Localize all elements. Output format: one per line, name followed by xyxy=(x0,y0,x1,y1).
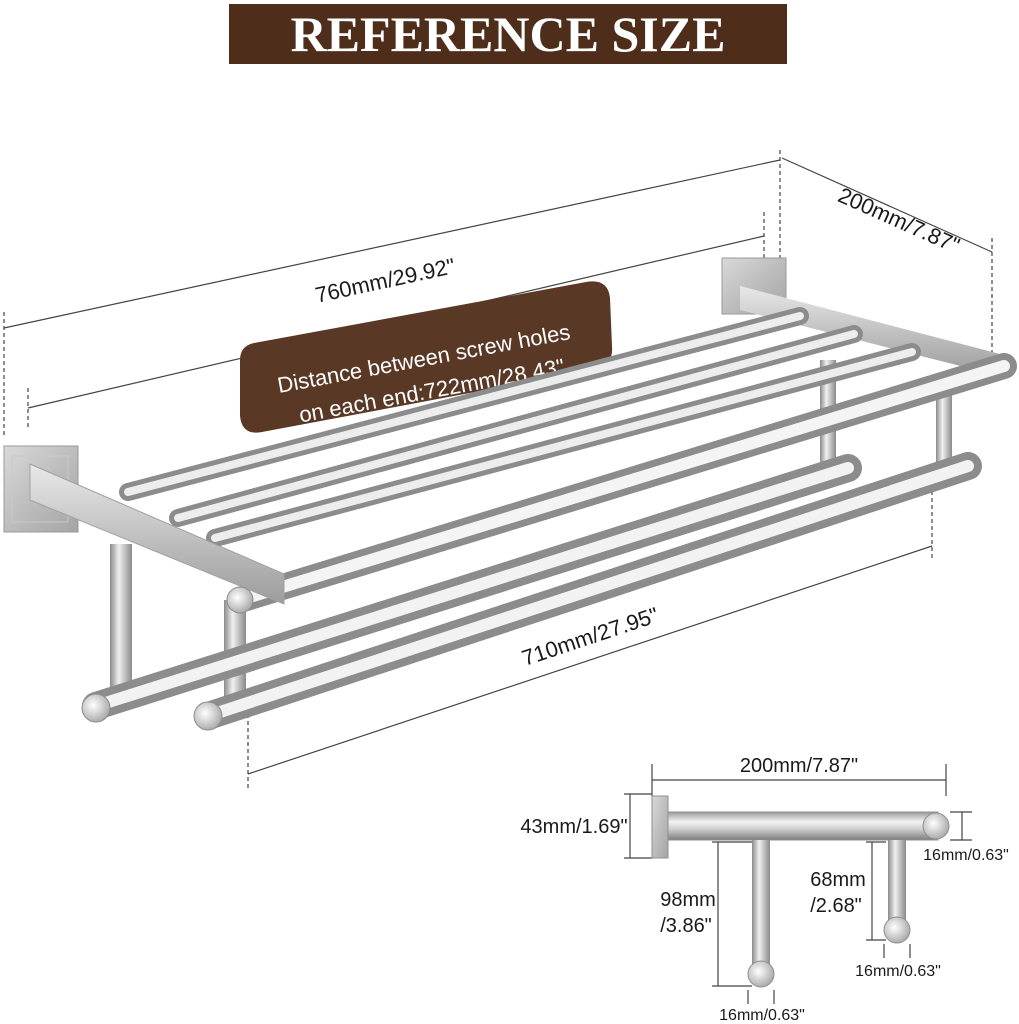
depth-label: 200mm/7.87" xyxy=(834,182,963,258)
page-title: REFERENCE SIZE xyxy=(290,6,726,62)
short-drop-label-line1: 68mm xyxy=(810,869,866,891)
long-drop-label-line2: /3.86" xyxy=(660,915,712,937)
overall-length-label: 760mm/29.92" xyxy=(313,253,457,308)
bracket-height-label: 43mm/1.69" xyxy=(520,816,627,838)
short-drop-label-line2: /2.68" xyxy=(810,895,862,917)
rear-bar-diameter-label: 16mm/0.63" xyxy=(719,1007,805,1024)
long-drop-label-line1: 98mm xyxy=(660,889,716,911)
title-banner: REFERENCE SIZE xyxy=(229,4,787,64)
towel-rack-illustration xyxy=(3,257,1017,731)
side-view-dimensions xyxy=(624,764,972,1004)
screw-hole-callout: Distance between screw holes on each end… xyxy=(240,281,613,433)
front-bar-diameter-label: 16mm/0.63" xyxy=(855,963,941,980)
overall-length-dimension xyxy=(3,150,781,438)
depth-dimension xyxy=(781,157,993,352)
side-view-illustration xyxy=(651,795,950,988)
upper-tube-diameter-label: 16mm/0.63" xyxy=(923,847,1009,864)
side-depth-label: 200mm/7.87" xyxy=(740,755,858,777)
